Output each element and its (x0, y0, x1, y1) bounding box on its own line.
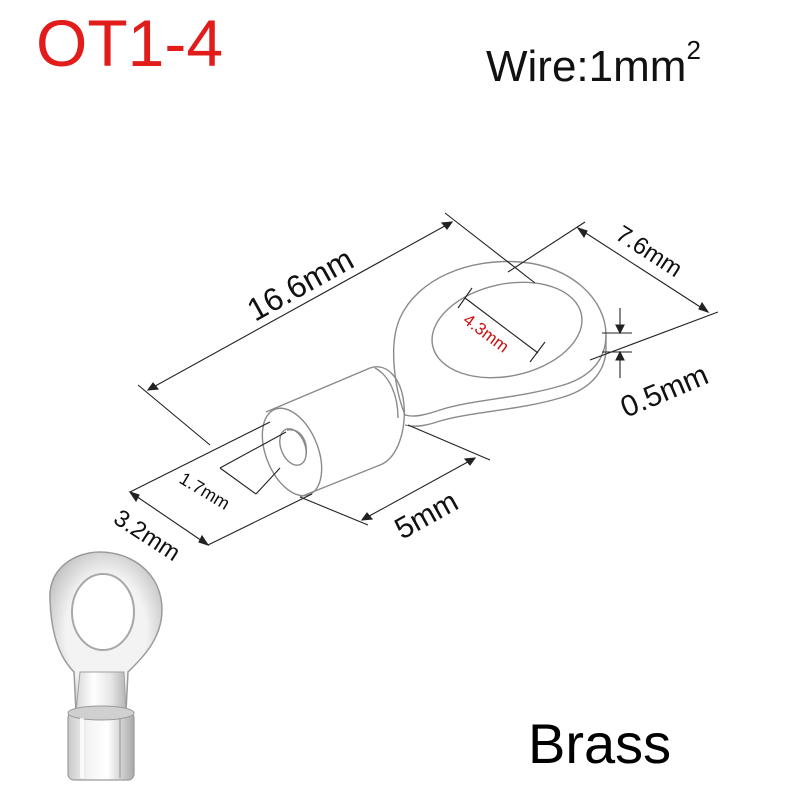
wire-size-superscript: 2 (686, 35, 701, 65)
inner-diameter-label: 1.7mm (176, 468, 233, 513)
wire-size-label: Wire:1mm2 (486, 37, 701, 91)
wire-size-text: Wire:1mm (486, 42, 687, 91)
material-label: Brass (528, 712, 672, 775)
barrel-length-label: 5mm (389, 485, 463, 546)
length-label: 16.6mm (241, 241, 360, 329)
hole-diameter-label: 4.3mm (460, 310, 513, 356)
dimension-lines (128, 212, 719, 547)
terminal-outline (261, 260, 607, 498)
thickness-label: 0.5mm (616, 358, 713, 424)
terminal-photo (49, 551, 163, 781)
product-title: OT1-4 (36, 6, 224, 80)
